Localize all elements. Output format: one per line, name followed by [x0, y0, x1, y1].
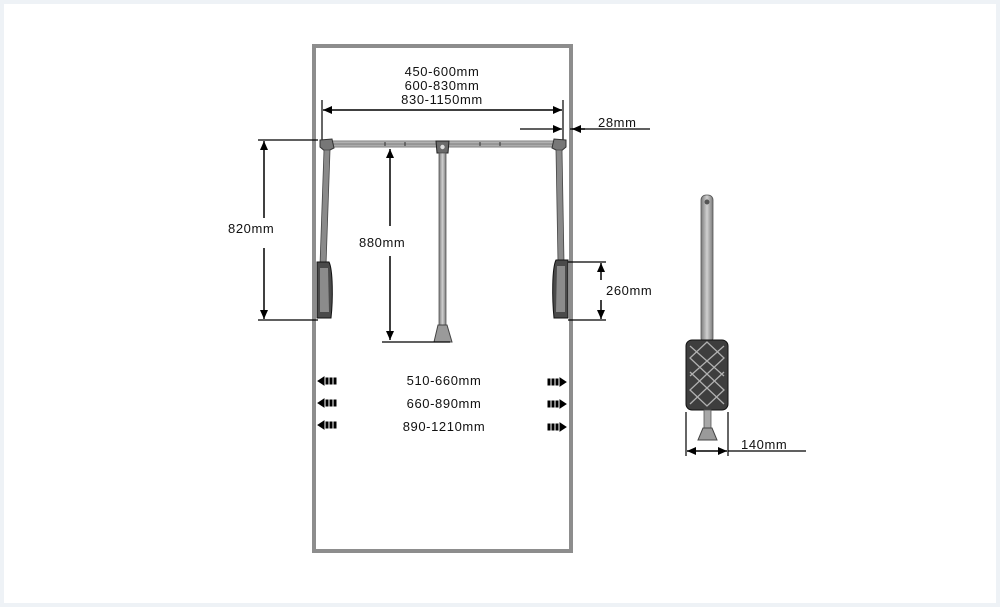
diagram-canvas	[4, 4, 996, 603]
drop-height-label: 880mm	[359, 235, 405, 250]
cabinet-range-2: 660-890mm	[407, 396, 482, 411]
lift-height-dimension: 820mm	[228, 139, 318, 321]
cabinet-range-1: 510-660mm	[407, 373, 482, 388]
width-range-1: 450-600mm	[405, 64, 480, 79]
hanging-rail-assembly	[316, 138, 569, 343]
lift-height-label: 820mm	[228, 221, 274, 236]
cabinet-range-3: 890-1210mm	[403, 419, 486, 434]
offset-label: 28mm	[598, 115, 637, 130]
left-arrows	[317, 376, 337, 430]
handle-height-dimension: 260mm	[568, 261, 652, 321]
side-handle	[685, 339, 729, 411]
offset-dimension: 28mm	[520, 115, 650, 133]
right-arrows	[547, 377, 567, 432]
cabinet-width-ranges: 510-660mm 660-890mm 890-1210mm	[317, 373, 567, 434]
width-range-2: 600-830mm	[405, 78, 480, 93]
cabinet-outline	[312, 44, 573, 553]
side-depth-label: 140mm	[741, 437, 787, 452]
side-depth-dimension: 140mm	[685, 412, 806, 456]
handle-height-label: 260mm	[606, 283, 652, 298]
side-view	[685, 194, 729, 441]
width-range-3: 830-1150mm	[401, 92, 483, 107]
top-width-dimension: 450-600mm 600-830mm 830-1150mm	[321, 64, 564, 145]
drop-height-dimension: 880mm	[359, 149, 450, 343]
